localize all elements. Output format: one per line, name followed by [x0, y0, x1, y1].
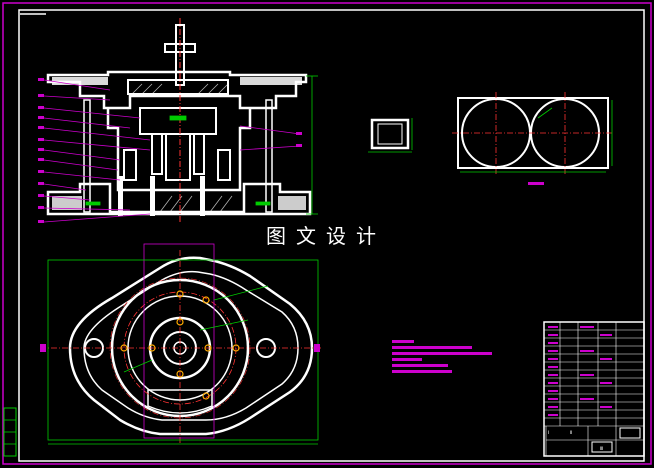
title-block-label-2: Ⅱ — [570, 430, 573, 436]
section-view — [38, 18, 318, 223]
edge-stamp — [3, 407, 17, 457]
inner-frame — [18, 9, 645, 462]
title-block — [543, 321, 645, 457]
watermark-text: 图文设计 — [266, 224, 386, 248]
twin-cavity-view — [452, 92, 614, 185]
technical-notes — [392, 340, 492, 373]
insert-view — [368, 118, 413, 153]
plan-view — [40, 243, 322, 445]
title-block-label-3: Ⅲ — [600, 446, 604, 452]
title-block-label-1: Ⅰ — [548, 430, 550, 436]
